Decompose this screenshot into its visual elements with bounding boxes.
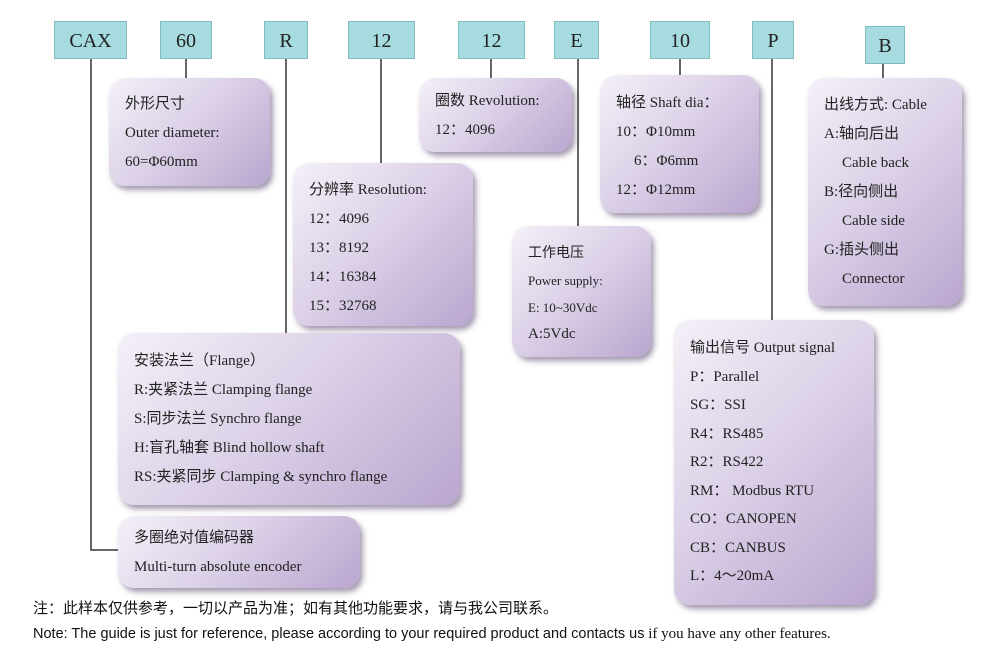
cable-item: Cable side [842,213,905,229]
output-item: SG：SSI [690,397,746,413]
resolution-item: 13：8192 [309,240,370,256]
note-chinese: 注：此样本仅供参考，一切以产品为准；如有其他功能要求，请与我公司联系。 [33,601,559,617]
note-english-main: Note: The guide is just for reference, p… [33,626,645,642]
code-output: P [752,21,794,59]
cable-item: B:径向侧出 [824,184,899,200]
bubble-outer-diameter: 外形尺寸 Outer diameter: 60=Φ60mm [109,78,270,186]
output-item: CO：CANOPEN [690,511,797,527]
resolution-item: 15：32768 [309,298,377,314]
bubble-output-signal: 输出信号 Output signal P：Parallel SG：SSI R4：… [674,320,874,605]
cable-title: 出线方式: Cable [824,97,927,113]
code-resolution: 12 [348,21,415,59]
flange-title: 安装法兰（Flange） [134,353,265,369]
code-diameter: 60 [160,21,212,59]
output-item: RM： Modbus RTU [690,482,815,499]
outer-line1: Outer diameter: [125,125,220,141]
encoder-line2: Multi-turn absolute encoder [134,559,302,575]
resolution-item: 14：16384 [309,269,377,285]
code-power: E [554,21,599,59]
outer-title: 外形尺寸 [125,96,186,112]
cable-item: G:插头侧出 [824,242,900,258]
cable-item: Cable back [842,155,910,171]
outer-line2: 60=Φ60mm [125,154,198,170]
power-title: 工作电压 [528,246,584,261]
revolution-title: 圈数 Revolution: [435,93,540,109]
note-english-tail: if you have any other features. [644,626,831,642]
connector-cax [90,57,118,551]
bubble-revolution: 圈数 Revolution: 12：4096 [419,78,572,152]
shaft-item: 6：Φ6mm [634,153,699,169]
note-english: Note: The guide is just for reference, p… [33,626,831,643]
output-item: R4：RS485 [690,425,764,442]
power-line1: Power supply: [528,273,603,288]
output-item: P：Parallel [690,368,760,385]
bubble-resolution: 分辨率 Resolution: 12：4096 13：8192 14：16384… [293,163,473,326]
flange-item: H:盲孔轴套 Blind hollow shaft [134,440,325,456]
flange-item: R:夹紧法兰 Clamping flange [134,382,313,398]
revolution-line1: 12：4096 [435,122,496,138]
resolution-title: 分辨率 Resolution: [309,182,427,198]
output-item: CB：CANBUS [690,539,786,556]
cable-item: A:轴向后出 [824,126,900,142]
code-shaft: 10 [650,21,710,59]
cable-item: Connector [842,271,905,287]
encoder-line1: 多圈绝对值编码器 [134,530,255,546]
shaft-item: 10：Φ10mm [616,124,696,140]
output-title: 输出信号 Output signal [690,340,835,356]
code-flange: R [264,21,308,59]
bubble-flange: 安装法兰（Flange） R:夹紧法兰 Clamping flange S:同步… [118,333,460,505]
code-model: CAX [54,21,127,59]
bubble-cable: 出线方式: Cable A:轴向后出 Cable back B:径向侧出 Cab… [808,78,962,306]
bubble-encoder-type: 多圈绝对值编码器 Multi-turn absolute encoder [118,516,360,588]
flange-item: S:同步法兰 Synchro flange [134,411,302,427]
output-item: R2：RS422 [690,454,764,470]
resolution-item: 12：4096 [309,211,370,227]
shaft-item: 12：Φ12mm [616,182,696,198]
shaft-title: 轴径 Shaft dia： [616,95,719,111]
code-revolution: 12 [458,21,525,59]
power-line2: E: 10~30Vdc [528,300,598,315]
output-item: L：4～20mA [690,568,775,584]
bubble-power: 工作电压 Power supply: E: 10~30Vdc A:5Vdc [512,226,651,357]
bubble-shaft: 轴径 Shaft dia： 10：Φ10mm 6：Φ6mm 12：Φ12mm [600,75,759,213]
power-line3: A:5Vdc [528,326,576,342]
flange-item: RS:夹紧同步 Clamping & synchro flange [134,469,388,485]
code-cable: B [865,26,905,64]
